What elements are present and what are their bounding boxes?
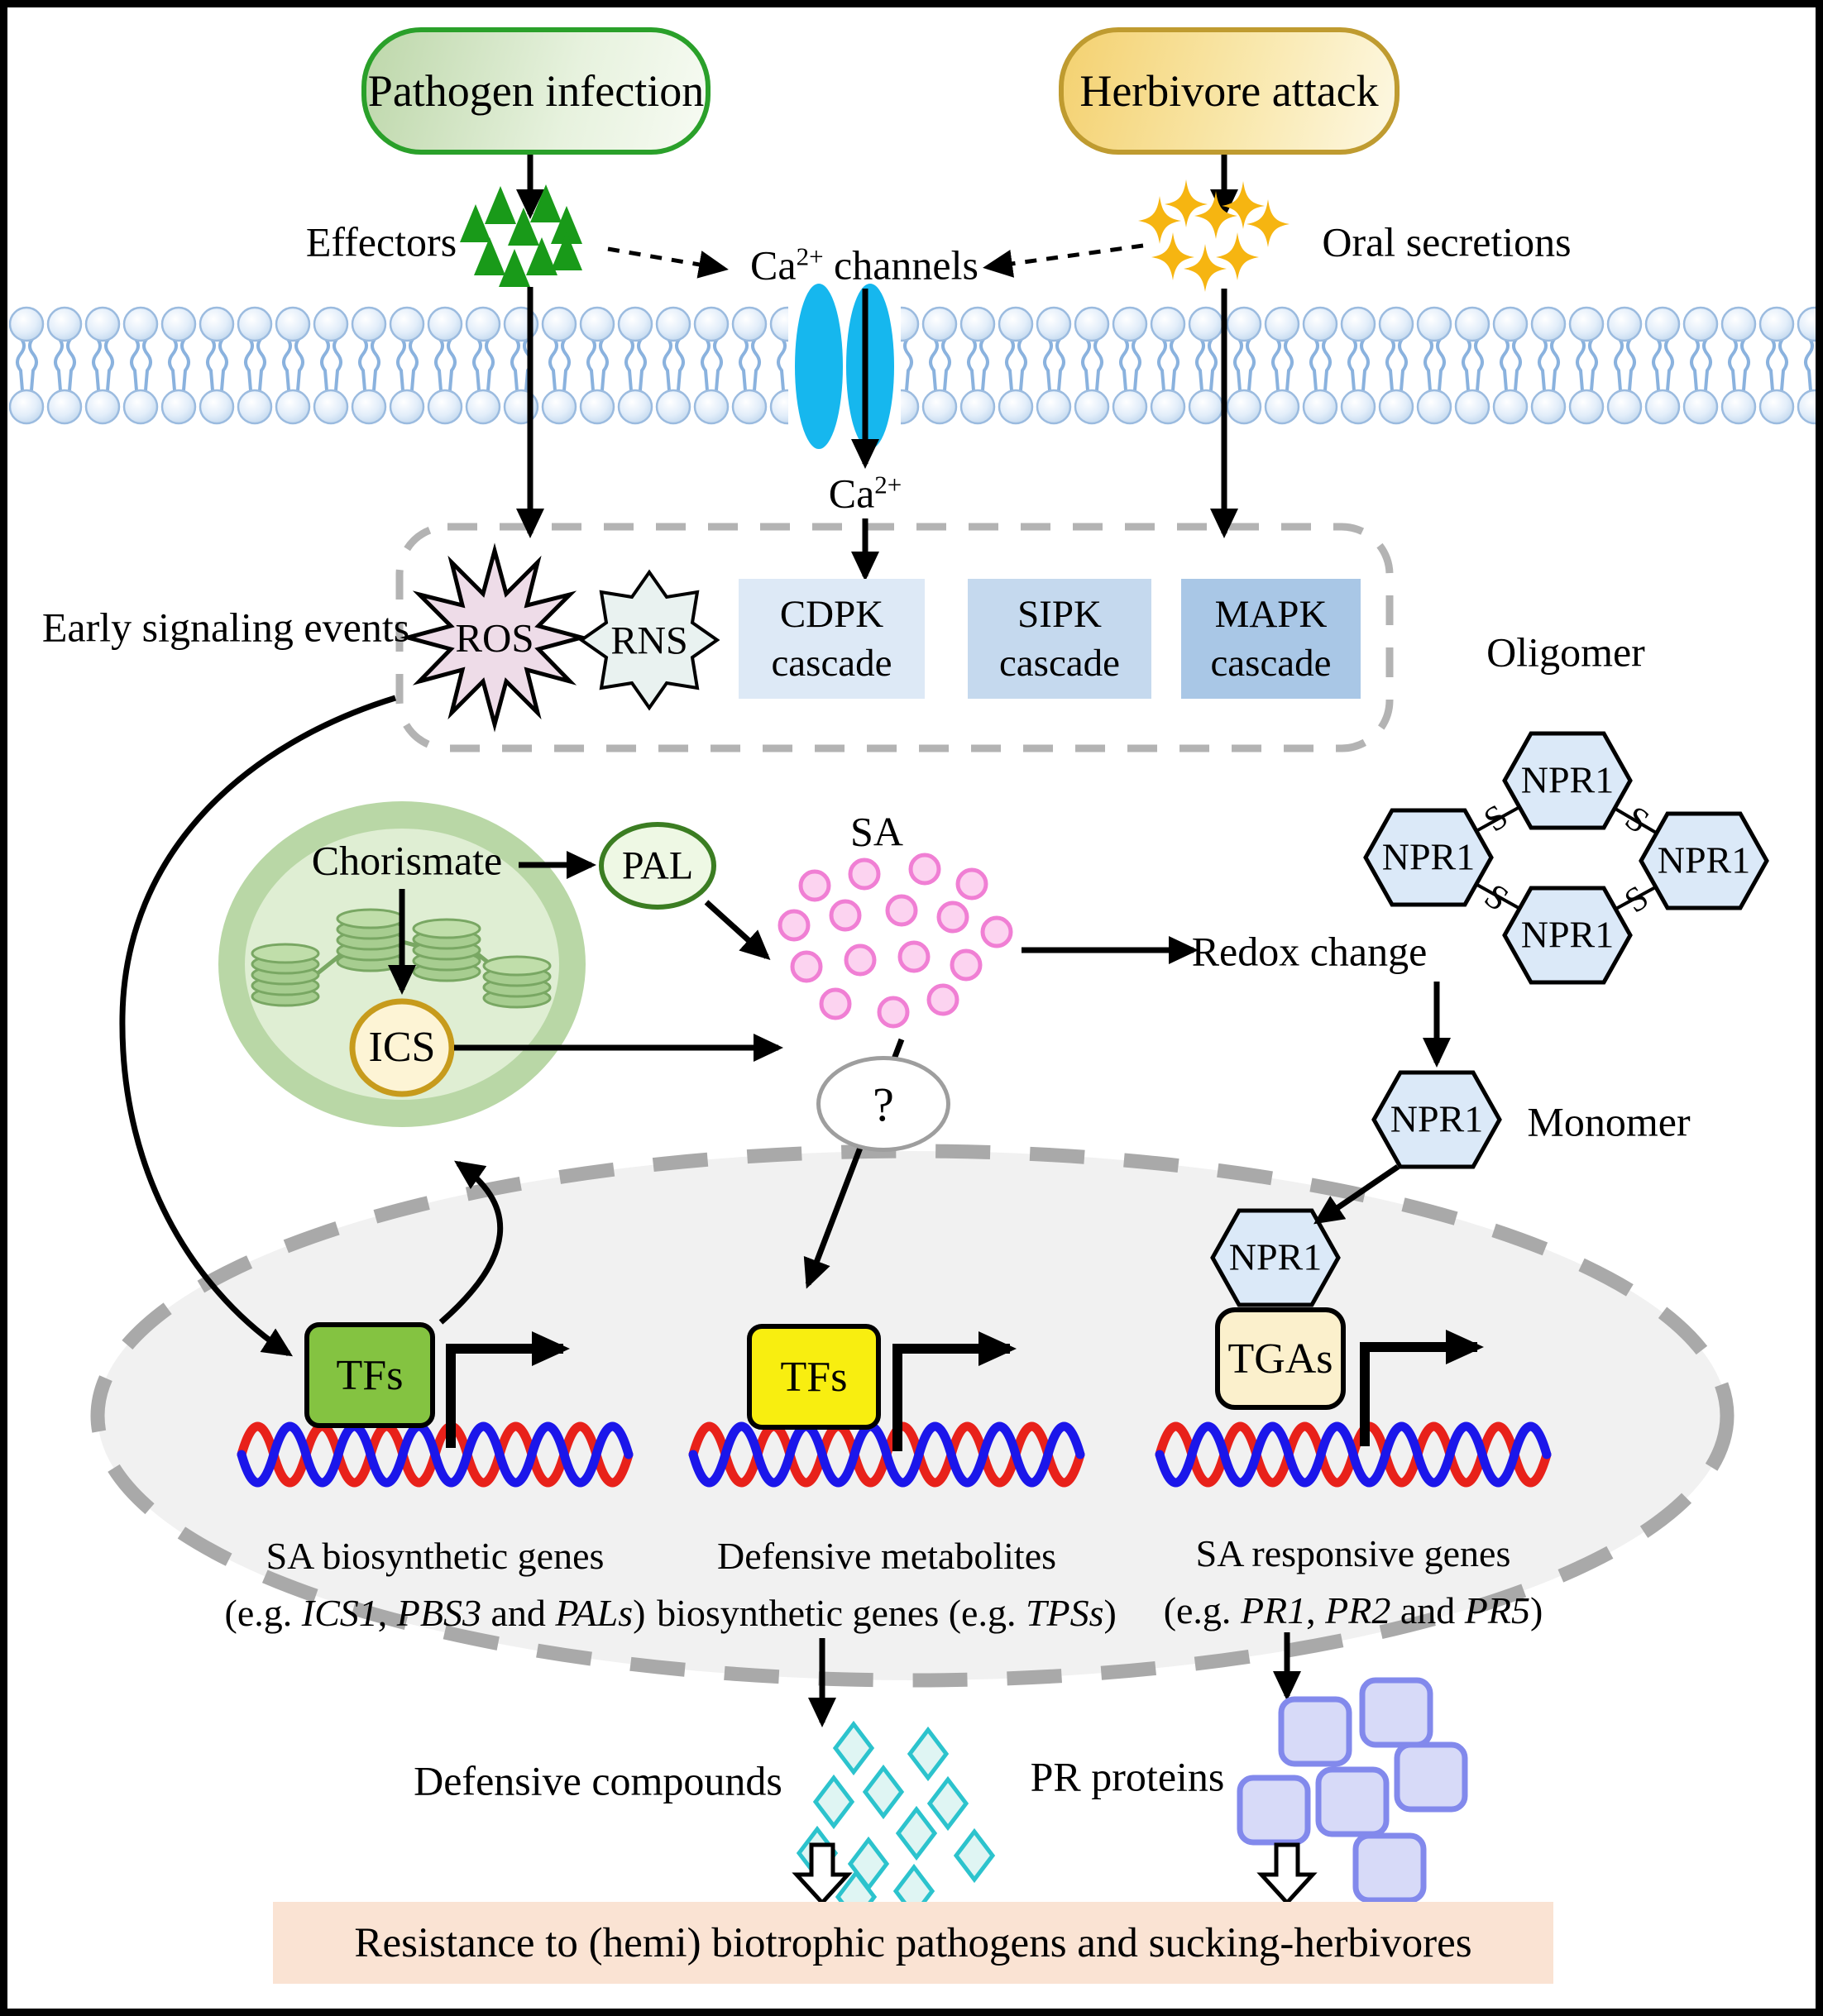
herbivore-attack-label: Herbivore attack xyxy=(1079,66,1379,116)
gene-label-sa-biosynthetic: SA biosynthetic genes (e.g. ICS1, PBS3 a… xyxy=(224,1535,646,1634)
sa-molecules-icon xyxy=(778,853,1013,1029)
npr1-nuclear-label: NPR1 xyxy=(1228,1235,1323,1278)
early-signaling-label: Early signaling events xyxy=(41,604,410,651)
redox-change-label: Redox change xyxy=(1191,928,1428,975)
npr1-label: NPR1 xyxy=(1520,913,1615,956)
ros-burst-icon xyxy=(400,542,590,733)
tfs-green-box: TFs xyxy=(304,1322,435,1428)
npr1-oligomer xyxy=(1366,733,1767,982)
npr1-label: NPR1 xyxy=(1381,835,1476,878)
ics-label: ICS xyxy=(368,1024,436,1072)
tfs-yellow-box: TFs xyxy=(747,1324,881,1430)
calcium-channel-icon xyxy=(795,284,894,449)
diagram-graphics xyxy=(7,155,1816,2009)
gene-label-defensive-metabolites: Defensive metabolites biosynthetic genes… xyxy=(657,1535,1117,1634)
pal-enzyme xyxy=(599,822,716,910)
arrow-tfs-to-chloroplast xyxy=(438,1160,504,1325)
sipk-cascade-box: SIPK cascade xyxy=(968,579,1151,699)
pathogen-infection-box: Pathogen infection xyxy=(361,27,711,155)
early-signaling-box xyxy=(395,523,1394,752)
rns-label: RNS xyxy=(610,619,688,663)
arrow-pal-to-sa xyxy=(704,900,771,961)
npr1-label: NPR1 xyxy=(1657,838,1751,881)
cdpk-cascade-box: CDPK cascade xyxy=(739,579,925,699)
npr1-label: NPR1 xyxy=(1520,758,1615,801)
transcription-arrow xyxy=(446,1330,1484,1451)
ca-ion-label: Ca2+ xyxy=(828,470,902,517)
effectors-label: Effectors xyxy=(305,218,457,265)
npr1-monomer-label: NPR1 xyxy=(1390,1097,1484,1140)
ca-channels-label: Ca2+ channels xyxy=(750,241,978,289)
grana-stacks-icon xyxy=(251,908,552,1009)
pr-protein-squares-icon xyxy=(1237,1677,1468,1904)
arrow-signaling-to-tfs xyxy=(119,695,397,1357)
rns-star-icon xyxy=(578,569,720,711)
sa-label: SA xyxy=(850,808,903,855)
herbivore-attack-box: Herbivore attack xyxy=(1059,27,1400,155)
oral-secretions-label: Oral secretions xyxy=(1322,218,1572,265)
defensive-compounds-label: Defensive compounds xyxy=(414,1757,782,1804)
ics-enzyme xyxy=(349,998,455,1097)
chorismate-label: Chorismate xyxy=(311,837,503,884)
arrow-effectors-to-channels xyxy=(607,246,729,279)
oral-secretion-stars-icon xyxy=(1138,179,1289,292)
block-arrow-icon xyxy=(792,1842,1318,1906)
gene-label-sa-responsive: SA responsive genes (e.g. PR1, PR2 and P… xyxy=(1163,1532,1543,1631)
unknown-step-badge: ? xyxy=(816,1056,950,1152)
monomer-label: Monomer xyxy=(1527,1098,1691,1145)
plasma-membrane xyxy=(7,284,1816,449)
ros-label: ROS xyxy=(455,614,534,661)
arrow-monomer-to-nucleus xyxy=(1313,1164,1400,1225)
resistance-banner: Resistance to (hemi) biotrophic pathogen… xyxy=(273,1902,1553,1984)
tgas-box: TGAs xyxy=(1215,1307,1346,1410)
pal-label: PAL xyxy=(621,843,694,888)
effector-triangles-icon xyxy=(460,184,582,287)
pathogen-infection-label: Pathogen infection xyxy=(367,66,705,116)
mapk-cascade-box: MAPK cascade xyxy=(1181,579,1361,699)
arrow-oral-to-channels xyxy=(983,243,1144,278)
pr-proteins-label: PR proteins xyxy=(1030,1753,1225,1800)
oligomer-label: Oligomer xyxy=(1486,628,1645,676)
